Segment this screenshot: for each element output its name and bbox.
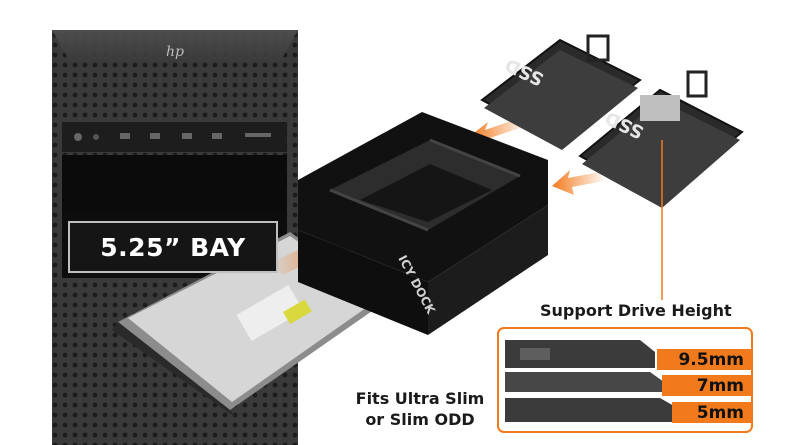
odd-fit-caption-line2: or Slim ODD [365, 410, 475, 429]
insert-arrow-ssd-2 [552, 170, 604, 195]
drive-bay-opening [62, 155, 287, 215]
odd-fit-caption-line1: Fits Ultra Slim [355, 389, 485, 408]
height-badge-9-5mm: 9.5mm [657, 349, 752, 370]
support-drive-height-title: Support Drive Height [540, 301, 732, 320]
hp-logo: hp [166, 44, 184, 60]
height-badge-7mm: 7mm [662, 375, 752, 396]
ssd-caddy-top: SSD [480, 34, 642, 150]
power-button-icon [74, 133, 82, 141]
odd-fit-caption: Fits Ultra Slim or Slim ODD [345, 388, 495, 430]
drive-cage: ICY DOCK [298, 112, 548, 335]
ssd-caddy-bottom: SSD [578, 70, 744, 208]
height-badge-5mm: 5mm [672, 402, 752, 423]
bay-label: 5.25” BAY [68, 221, 278, 273]
